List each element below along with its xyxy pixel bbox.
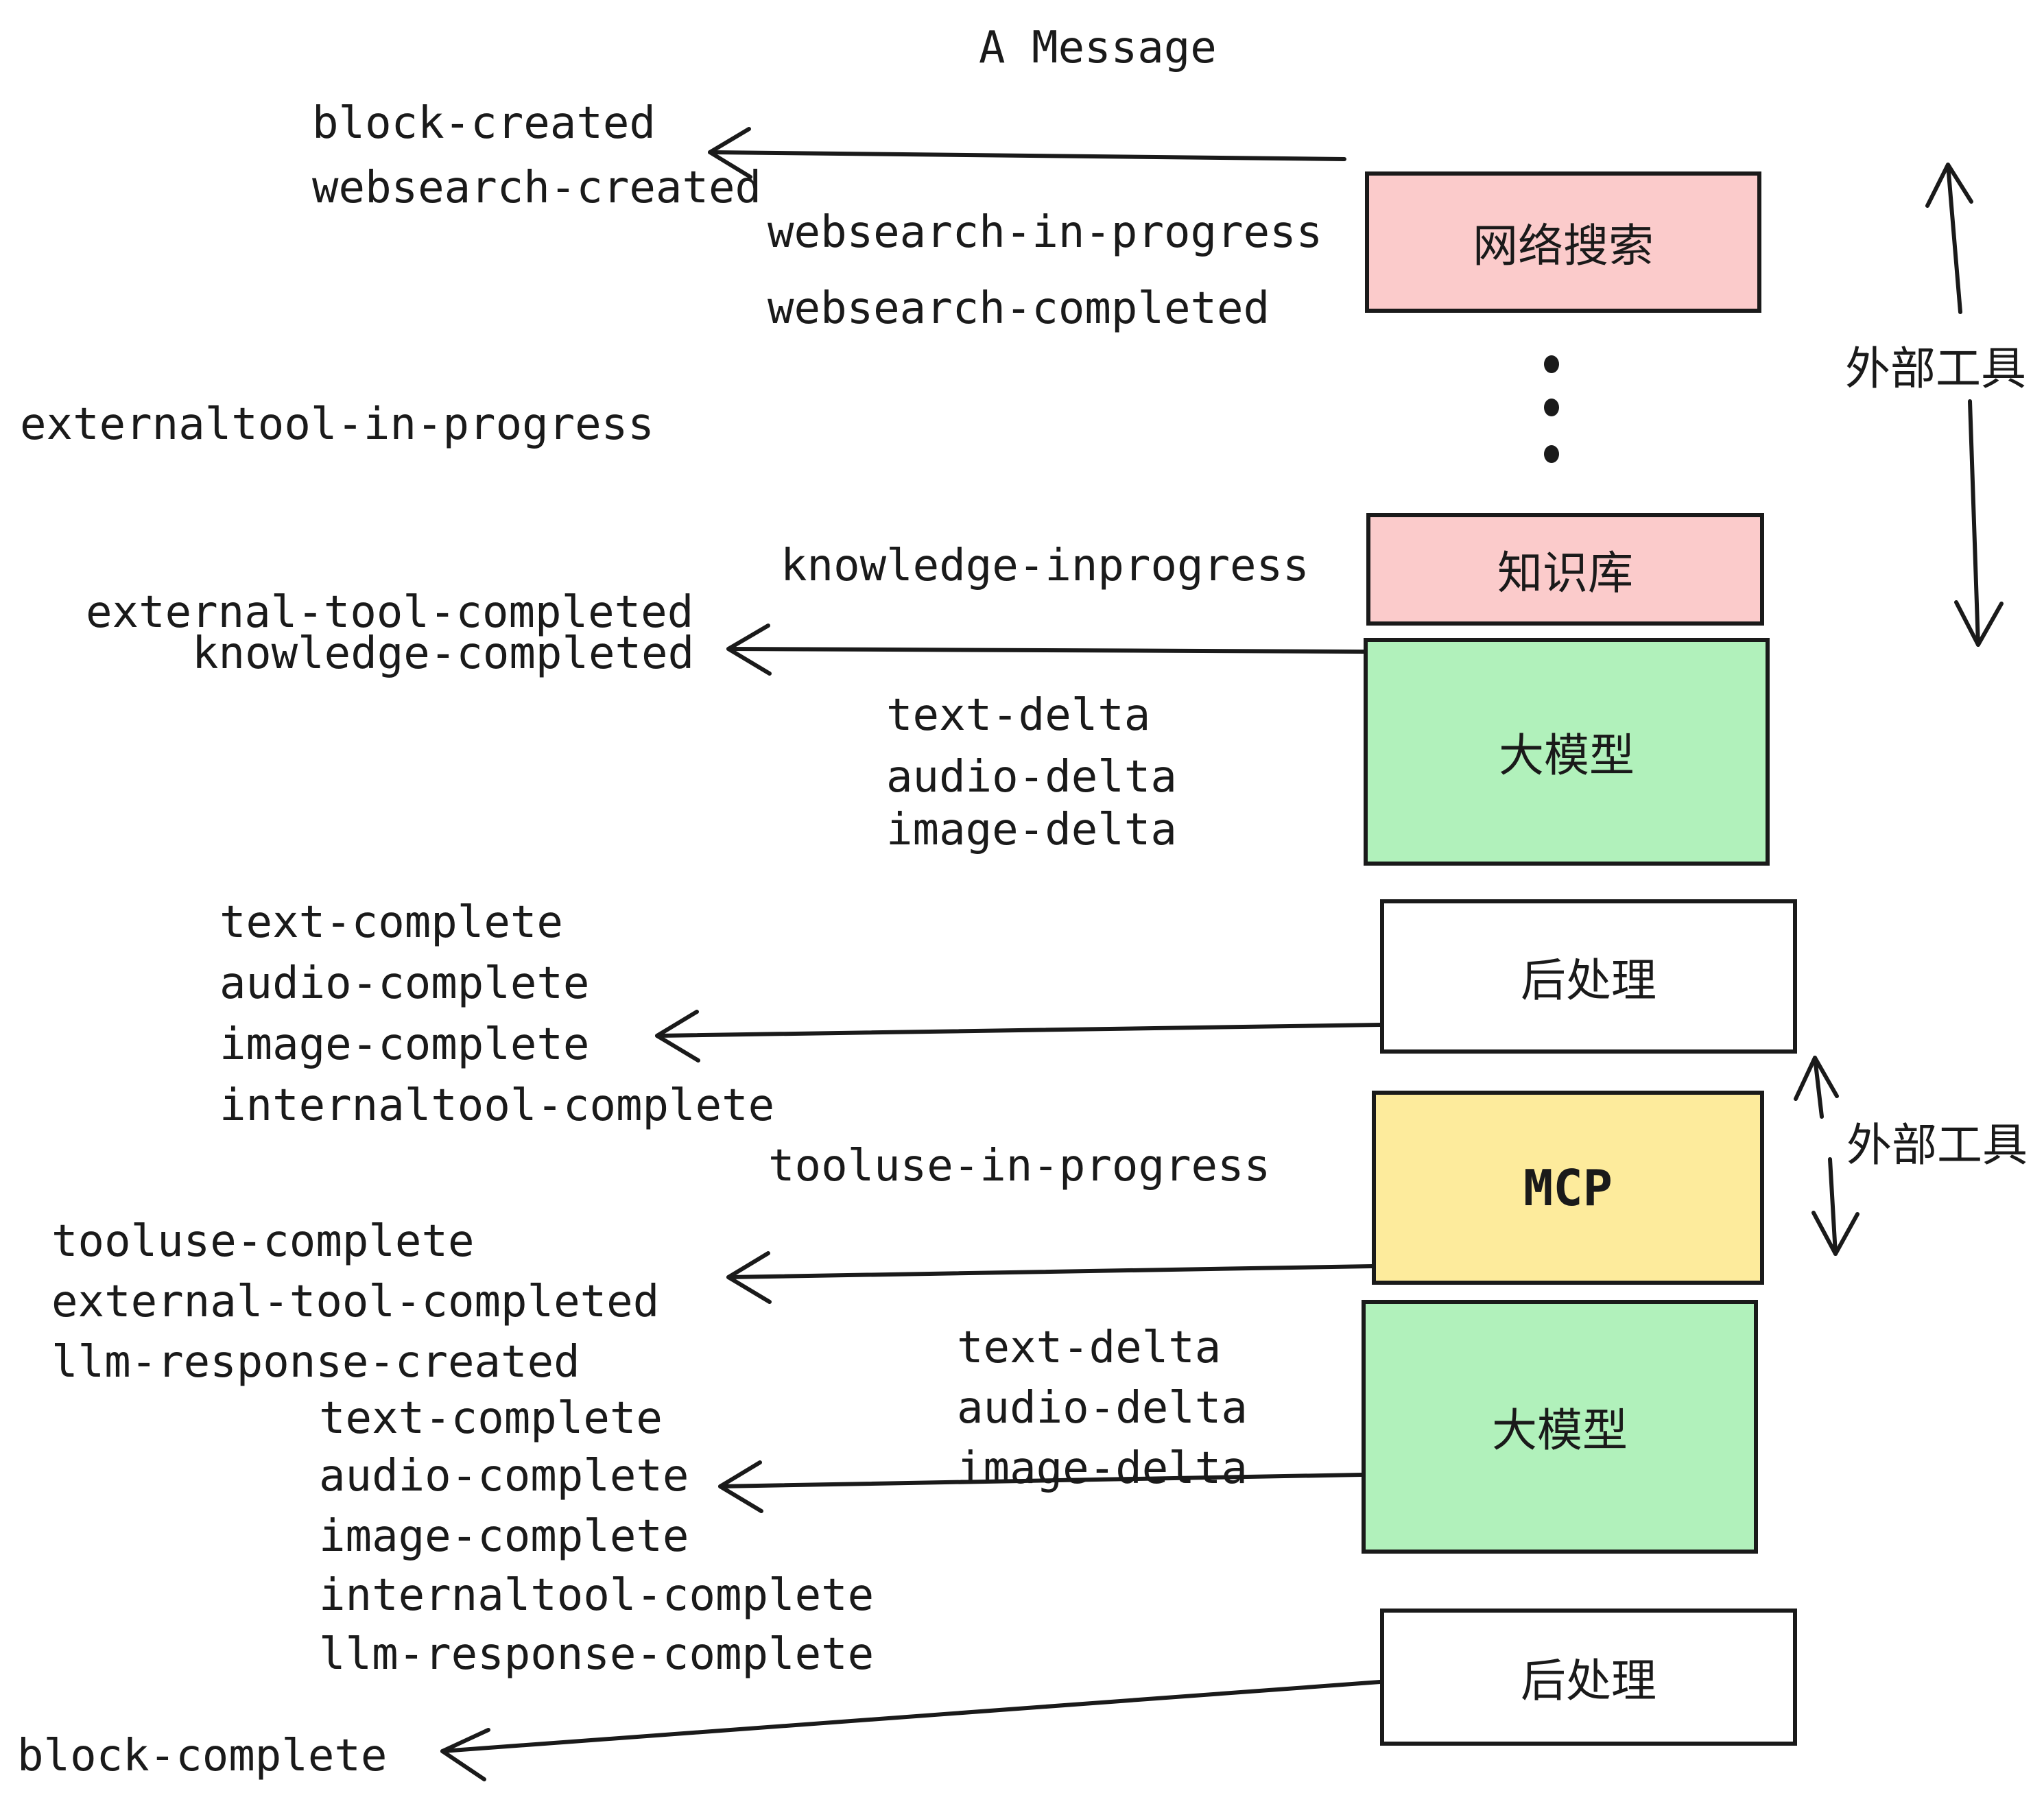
external-tools-label-bottom: 外部工具: [1846, 1119, 2028, 1170]
box-mcp: MCP: [1372, 1091, 1764, 1285]
ellipsis-dots: [1544, 355, 1559, 463]
external-tools-label-top: 外部工具: [1845, 343, 2026, 394]
box-postprocess-top: 后处理: [1380, 899, 1797, 1054]
box-knowledge: 知识库: [1366, 513, 1764, 626]
box-mcp-label: MCP: [1523, 1159, 1613, 1217]
external-tools-up-arrow: [1925, 163, 1973, 314]
event-external-tool-completed-2: external-tool-completed: [51, 1277, 660, 1327]
event-externaltool-in-progress: externaltool-in-progress: [20, 399, 654, 450]
event-text-complete-2: text-complete: [319, 1393, 663, 1444]
event-block-complete: block-complete: [17, 1731, 388, 1781]
box-llm-top: 大模型: [1364, 638, 1770, 866]
event-internaltool-complete-1: internaltool-complete: [219, 1080, 775, 1131]
event-text-delta-1: text-delta: [886, 690, 1151, 741]
event-knowledge-completed: knowledge-completed: [192, 628, 695, 679]
event-image-delta-1: image-delta: [886, 805, 1177, 855]
box-llm-bottom: 大模型: [1362, 1300, 1758, 1554]
event-websearch-completed: websearch-completed: [768, 283, 1270, 334]
box-postprocess-bottom-label: 后处理: [1521, 1655, 1656, 1706]
event-external-tool-completed-1: external-tool-completed: [86, 587, 694, 638]
event-image-delta-2: image-delta: [957, 1443, 1248, 1494]
event-tooluse-complete: tooluse-complete: [51, 1216, 475, 1267]
event-image-complete-1: image-complete: [219, 1019, 590, 1070]
external-tools-up-arrow-2: [1794, 1056, 1839, 1119]
event-websearch-created: websearch-created: [312, 163, 762, 213]
box-websearch-label: 网络搜索: [1473, 220, 1654, 271]
arrow-to-image-complete: [655, 1010, 1382, 1063]
arrow-to-websearch-created: [708, 127, 1346, 179]
arrow-to-block-complete: [440, 1680, 1382, 1781]
event-image-complete-2: image-complete: [319, 1511, 689, 1562]
box-llm-bottom-label: 大模型: [1492, 1405, 1628, 1456]
event-llm-response-created: llm-response-created: [51, 1337, 580, 1388]
box-llm-top-label: 大模型: [1499, 730, 1635, 781]
event-audio-complete-1: audio-complete: [219, 958, 590, 1009]
external-tools-down-arrow: [1954, 399, 2004, 647]
event-tooluse-in-progress: tooluse-in-progress: [768, 1141, 1271, 1191]
external-tools-down-arrow-2: [1811, 1157, 1859, 1256]
arrow-to-tooluse-complete: [726, 1251, 1374, 1304]
event-audio-delta-1: audio-delta: [886, 752, 1177, 803]
event-knowledge-inprogress: knowledge-inprogress: [781, 541, 1309, 591]
box-postprocess-bottom: 后处理: [1380, 1609, 1797, 1746]
event-text-delta-2: text-delta: [957, 1322, 1222, 1373]
arrow-to-knowledge-completed: [726, 624, 1366, 676]
event-internaltool-complete-2: internaltool-complete: [319, 1570, 875, 1621]
event-llm-response-complete: llm-response-complete: [319, 1629, 875, 1680]
event-websearch-in-progress: websearch-in-progress: [768, 207, 1323, 258]
diagram-title: A Message: [979, 23, 1217, 73]
box-knowledge-label: 知识库: [1497, 547, 1633, 598]
event-block-created: block-created: [312, 98, 656, 149]
event-audio-delta-2: audio-delta: [957, 1383, 1248, 1434]
event-audio-complete-2: audio-complete: [319, 1451, 689, 1502]
box-websearch: 网络搜索: [1365, 171, 1761, 313]
box-postprocess-top-label: 后处理: [1521, 954, 1656, 1006]
event-text-complete-1: text-complete: [219, 897, 563, 948]
